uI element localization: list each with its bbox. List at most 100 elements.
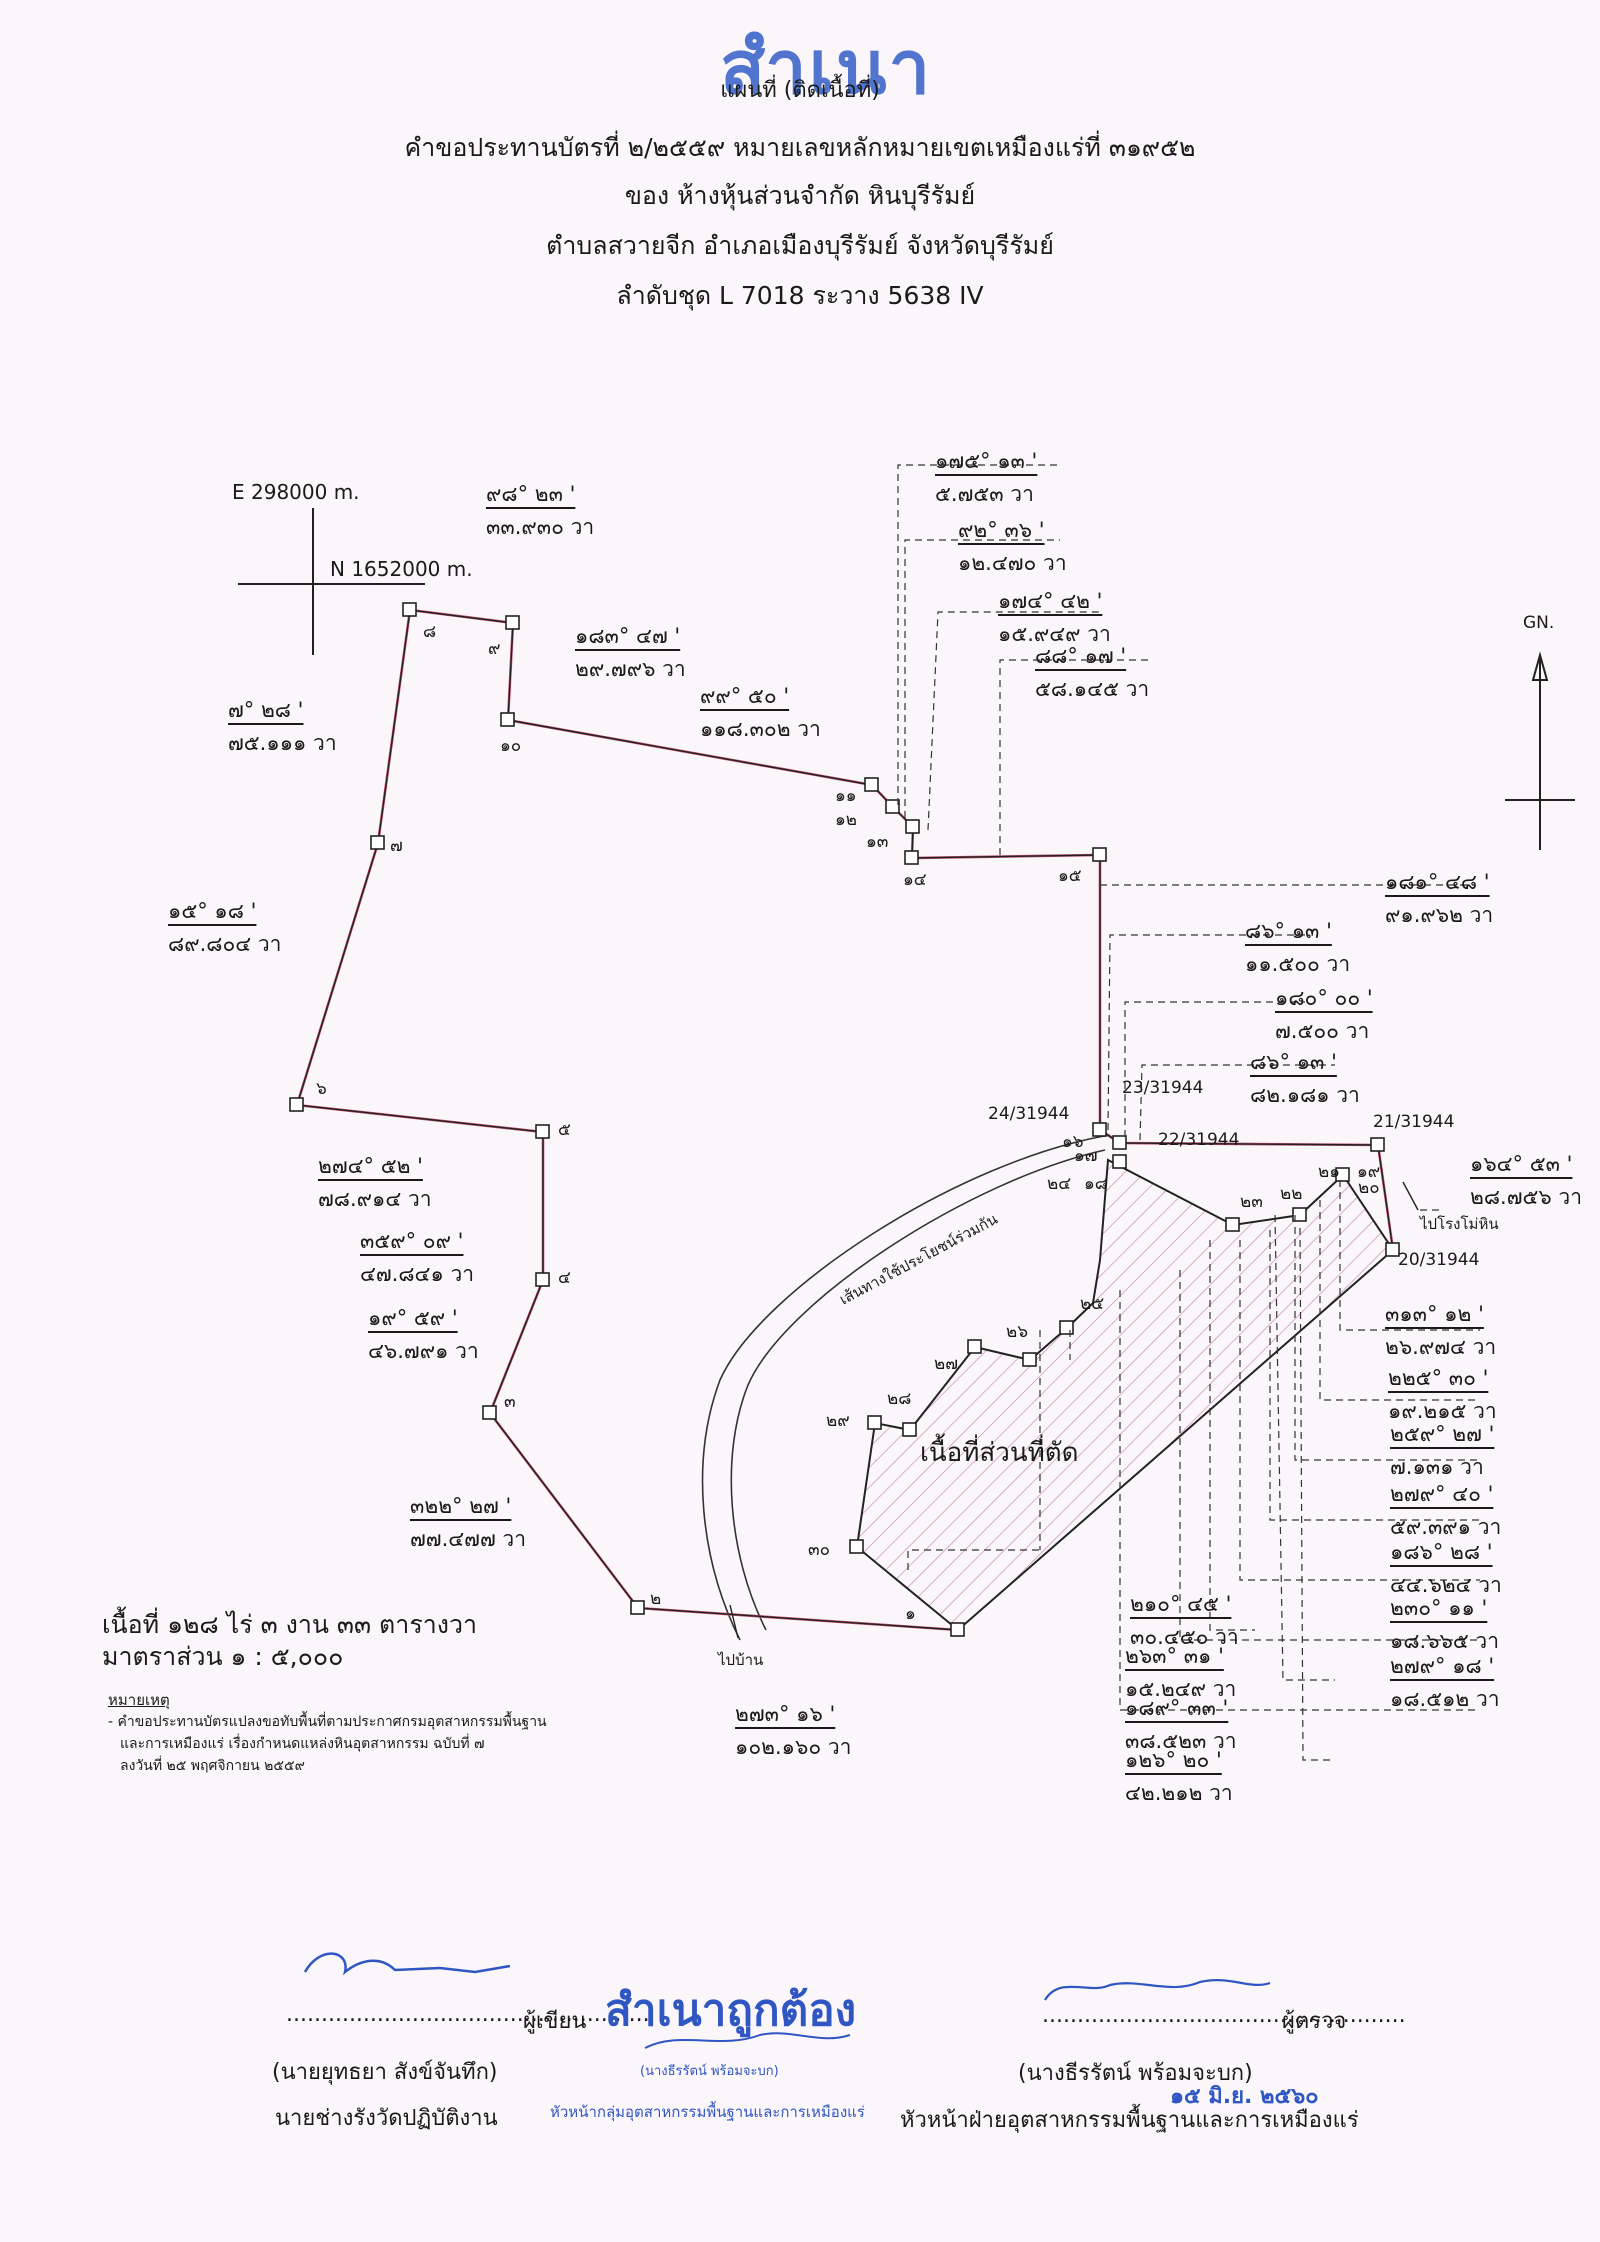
station-label: ๑ <box>905 1604 916 1624</box>
writer-role: ผู้เขียน <box>523 2009 587 2034</box>
ref-mark-20: 20/31944 <box>1398 1250 1480 1270</box>
checker-title: หัวหน้าฝ่ายอุตสาหกรรมพื้นฐานและการเหมือง… <box>900 2108 1359 2133</box>
station-label: ๑๒ <box>835 810 857 830</box>
station-markers <box>289 602 1400 1637</box>
ref-mark-21: 21/31944 <box>1373 1112 1455 1132</box>
writer-dots: ........................................… <box>286 2002 650 2027</box>
station-label: ๑๕ <box>1058 866 1082 886</box>
bearing-group: ๑๙° ๕๙ '๔๖.๗๙๑ วา <box>368 1306 479 1363</box>
bearing-group: ๗° ๒๘ '๗๕.๑๑๑ วา <box>228 698 337 755</box>
bearing-group: ๒๒๕° ๓๐ '๑๙.๒๑๕ วา <box>1388 1366 1497 1423</box>
date-stamp: ๑๕ มิ.ย. ๒๕๖๐ <box>1170 2084 1319 2109</box>
station-label: ๔ <box>558 1268 571 1288</box>
bearing-group: ๒๓๐° ๑๑ '๑๘.๖๖๕ วา <box>1390 1596 1500 1653</box>
station-label: ๙ <box>488 639 501 659</box>
bearing-group: ๑๖๔° ๕๓ '๒๘.๗๕๖ วา <box>1470 1152 1582 1209</box>
header-line-1: คำขอประทานบัตรที่ ๒/๒๕๕๙ หมายเลขหลักหมาย… <box>404 133 1196 162</box>
station-label: ๖ <box>316 1079 327 1099</box>
remarks-line-1: - คำขอประทานบัตรแปลงขอทับพื้นที่ตามประกา… <box>108 1714 547 1730</box>
cut-area-label: เนื้อที่ส่วนที่ตัด <box>920 1438 1079 1468</box>
ref-mark-23: 23/31944 <box>1122 1078 1204 1098</box>
road-line-2 <box>730 1149 1106 1631</box>
writer-title: นายช่างรังวัดปฏิบัติงาน <box>275 2106 498 2131</box>
station-label: ๒๑ <box>1318 1162 1340 1182</box>
easting-label: E 298000 m. <box>232 480 360 504</box>
station-label: ๑๘ <box>1084 1174 1108 1194</box>
station-label: ๕ <box>558 1120 571 1140</box>
bearing-group: ๑๘๙° ๓๓ '๓๘.๕๒๓ วา <box>1125 1696 1237 1753</box>
station-label: ๒๙ <box>826 1411 850 1431</box>
leader-lines <box>897 464 1480 1761</box>
map-title: แผนที่ (ติดเนื้อที่) <box>720 78 880 103</box>
bearing-group: ๓๒๒° ๒๗ '๗๗.๔๗๗ วา <box>410 1494 526 1551</box>
station-label: ๑๓ <box>866 832 889 852</box>
bearing-group: ๒๗๙° ๑๘ '๑๘.๕๑๒ วา <box>1390 1654 1500 1711</box>
bearing-group: ๒๗๓° ๑๖ '๑๐๒.๑๖๐ วา <box>735 1702 852 1759</box>
station-label: ๒ <box>650 1589 662 1609</box>
station-label: ๑๖ <box>1062 1132 1084 1152</box>
to-factory-label: ไปโรงโม่หิน <box>1420 1215 1499 1233</box>
station-label: ๒๖ <box>1006 1322 1028 1342</box>
remarks-line-2: และการเหมืองแร่ เรื่องกำหนดแหล่งหินอุตสา… <box>120 1736 485 1752</box>
bearing-group: ๙๘° ๒๓ '๓๓.๙๓๐ วา <box>486 482 595 539</box>
copy-stamp: สำเนา <box>720 25 933 111</box>
ref-mark-24: 24/31944 <box>988 1104 1070 1124</box>
station-label: ๒๓ <box>1240 1192 1263 1212</box>
station-label: ๑๗ <box>1074 1146 1098 1166</box>
road-line-1 <box>701 1134 1111 1641</box>
station-label: ๒๕ <box>1080 1294 1105 1314</box>
bearing-group: ๑๘๓° ๔๗ '๒๙.๗๙๖ วา <box>575 624 686 681</box>
station-label: ๘ <box>423 622 437 642</box>
remarks-title: หมายเหตุ <box>108 1691 170 1709</box>
bearing-group: ๑๕° ๑๘ '๘๙.๘๐๔ วา <box>168 899 282 956</box>
bearing-group: ๒๖๓° ๓๑ '๑๕.๒๔๙ วา <box>1125 1644 1237 1701</box>
station-label: ๒๘ <box>887 1389 912 1409</box>
to-village-label: ไปบ้าน <box>718 1651 764 1669</box>
header-line-3: ตำบลสวายจีก อำเภอเมืองบุรีรัมย์ จังหวัดบ… <box>546 231 1054 260</box>
station-label: ๑๙ <box>1357 1162 1381 1182</box>
bearing-group: ๑๗๕° ๑๓ '๕.๗๕๓ วา <box>935 449 1038 506</box>
bearing-group: ๑๒๖° ๒๐ '๔๒.๒๑๒ วา <box>1125 1748 1233 1805</box>
bearing-group: ๑๘๑° ๔๘ '๙๑.๙๖๒ วา <box>1385 870 1494 927</box>
bearing-group: ๒๗๙° ๔๐ '๕๙.๓๙๑ วา <box>1390 1482 1502 1539</box>
north-arrow-icon <box>1505 651 1575 850</box>
bearing-group: ๑๘๐° ๐๐ '๗.๕๐๐ วา <box>1275 986 1373 1043</box>
bearing-group: ๘๖° ๑๓ '๑๑.๕๐๐ วา <box>1245 919 1351 976</box>
boundary-line <box>295 608 1395 1632</box>
station-label: ๒๗ <box>934 1354 958 1374</box>
stamp-dept: หัวหน้ากลุ่มอุตสาหกรรมพื้นฐานและการเหมือ… <box>550 2103 865 2121</box>
certified-stamp: สำเนาถูกต้อง <box>605 1985 857 2036</box>
north-label: GN. <box>1523 613 1555 633</box>
station-label: ๓ <box>504 1392 516 1412</box>
station-label: ๓๐ <box>808 1540 830 1560</box>
writer-name: (นายยุทธยา สังข์จันทึก) <box>272 2060 498 2085</box>
checker-role: ผู้ตรวจ <box>1282 2009 1347 2034</box>
header-line-2: ของ ห้างหุ้นส่วนจำกัด หินบุรีรัมย์ <box>624 181 976 210</box>
bearing-group: ๒๕๙° ๒๗ '๗.๑๓๑ วา <box>1390 1422 1495 1479</box>
scale-text: มาตราส่วน ๑ : ๕,๐๐๐ <box>102 1642 344 1671</box>
header-line-4: ลำดับชุด L 7018 ระวาง 5638 IV <box>616 281 984 310</box>
bearing-group: ๘๘° ๑๗ '๕๘.๑๔๕ วา <box>1035 644 1150 701</box>
station-label: ๑๔ <box>903 870 927 890</box>
bearing-group: ๒๑๐° ๔๕ '๓๐.๔๕๐ วา <box>1130 1592 1239 1649</box>
cut-area <box>855 1158 1395 1632</box>
checker-name: (นางธีรรัตน์ พร้อมจะบก) <box>1018 2061 1253 2086</box>
bearing-group: ๑๘๖° ๒๘ '๔๔.๖๒๔ วา <box>1390 1540 1502 1597</box>
bearing-group: ๓๑๓° ๑๒ '๒๖.๙๗๔ วา <box>1385 1302 1497 1359</box>
northing-label: N 1652000 m. <box>330 557 473 581</box>
bearing-group: ๙๙° ๕๐ '๑๑๘.๓๐๒ วา <box>700 684 821 741</box>
bearing-group: ๒๗๔° ๕๒ '๗๘.๙๑๔ วา <box>318 1154 432 1211</box>
ref-mark-22: 22/31944 <box>1158 1130 1240 1150</box>
stamp-sub-name: (นางธีรรัตน์ พร้อมจะบก) <box>640 2064 779 2079</box>
station-label: ๑๑ <box>835 786 857 806</box>
station-label: ๑๐ <box>500 736 522 756</box>
station-label: ๒๔ <box>1047 1174 1072 1194</box>
station-label: ๒๒ <box>1280 1184 1303 1204</box>
bearing-group: ๑๗๔° ๔๒ '๑๕.๙๔๙ วา <box>998 589 1111 646</box>
bearing-group: ๙๒° ๓๖ '๑๒.๔๗๐ วา <box>958 518 1067 575</box>
bearing-group: ๓๕๙° ๐๙ '๔๗.๘๔๑ วา <box>360 1229 475 1286</box>
remarks-line-3: ลงวันที่ ๒๕ พฤศจิกายน ๒๕๕๙ <box>120 1758 305 1774</box>
station-label: ๗ <box>390 836 403 856</box>
area-text: เนื้อที่ ๑๒๘ ไร่ ๓ งาน ๓๓ ตารางวา <box>102 1610 478 1639</box>
